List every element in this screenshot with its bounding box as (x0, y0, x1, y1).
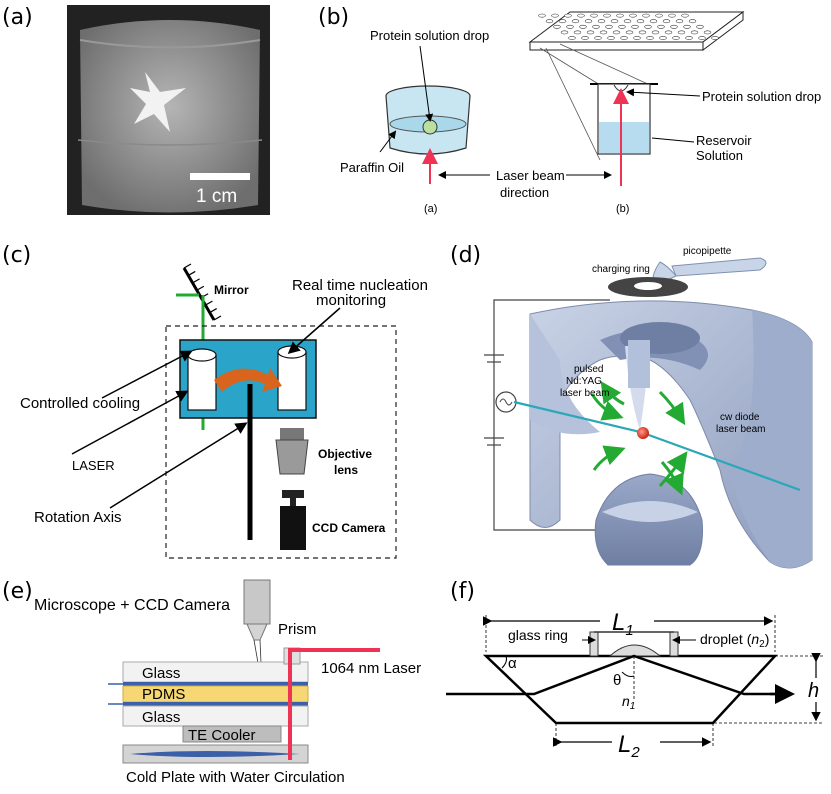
panel-f: (f) L1 glass ring droplet (n2) α θ n1 (446, 579, 824, 761)
microscope-label: Microscope + CCD Camera (34, 597, 230, 614)
panel-label-a: (a) (2, 5, 33, 30)
panel-label-e: (e) (2, 579, 33, 604)
circuit (484, 299, 610, 531)
green-field-arrows (590, 381, 688, 496)
sub-label-a: (a) (424, 203, 437, 215)
well-dots (538, 13, 719, 40)
glass-ring-label: glass ring (508, 627, 568, 643)
panel-c: (c) Mirror Objective (2, 243, 428, 559)
alpha-label: α (508, 655, 517, 672)
panel-label-d: (d) (450, 243, 481, 268)
panel-b: (b) Protein solution drop Paraffin Oil (318, 5, 821, 215)
n1-label: n1 (622, 693, 635, 712)
picopipette-label: picopipette (683, 246, 732, 257)
theta-label: θ (613, 672, 621, 689)
rotation-arrow (214, 368, 282, 392)
cold-plate-label: Cold Plate with Water Circulation (126, 769, 345, 786)
h-label: h (808, 680, 819, 702)
ion-trap (529, 300, 813, 569)
mirror-label: Mirror (214, 283, 249, 297)
droplet (608, 644, 662, 657)
prism-label: Prism (278, 621, 316, 638)
controlled-cooling-label: Controlled cooling (20, 395, 140, 412)
laser-direction-label-1: Laser beam (496, 168, 565, 183)
cw-laser-beam (645, 432, 801, 492)
reservoir-well (590, 83, 701, 186)
rotation-axis-label: Rotation Axis (34, 509, 122, 526)
panel-a: (a) 1 cm (2, 5, 270, 215)
te-cooler-label: TE Cooler (188, 727, 256, 744)
pulsed-laser-beam (513, 400, 641, 434)
paraffin-oil-label: Paraffin Oil (340, 160, 404, 175)
reservoir-label-2: Solution (696, 148, 743, 163)
pdms-label: PDMS (142, 686, 185, 703)
scale-bar-label: 1 cm (196, 186, 237, 207)
chip-stack (108, 647, 309, 764)
cylinder-right (277, 345, 307, 411)
scale-bar (190, 173, 250, 180)
cw-label-1: cw diode (720, 412, 760, 423)
objective-lens (275, 428, 309, 475)
L2-label: L2 (618, 731, 640, 761)
objective-label-2: lens (334, 463, 358, 477)
protein-drop-right-label: Protein solution drop (702, 89, 821, 104)
sub-label-b: (b) (616, 203, 629, 215)
protein-drop-left-label: Protein solution drop (370, 28, 489, 43)
oil-dish (379, 45, 471, 184)
pulsed-label-1: pulsed (574, 364, 603, 375)
panel-e: (e) Microscope + CCD Camera Prism Glass (2, 579, 421, 786)
enclosure (165, 325, 397, 559)
cw-label-2: laser beam (716, 424, 765, 435)
panel-label-b: (b) (318, 5, 349, 30)
trapped-particle (637, 427, 649, 439)
glass-top-label: Glass (142, 665, 180, 682)
pulsed-label-3: laser beam (560, 388, 609, 399)
ir-laser-beam (288, 648, 380, 760)
glass-ring (589, 631, 679, 657)
panel-label-c: (c) (2, 243, 31, 268)
glass-bottom-label: Glass (142, 709, 180, 726)
crystal-photo: 1 cm (67, 5, 270, 215)
ccd-camera (280, 490, 306, 550)
crystal-shape (130, 72, 186, 132)
well-plate (528, 11, 745, 161)
microscope-objective (243, 579, 271, 687)
reservoir-label-1: Reservoir (696, 133, 752, 148)
objective-label-1: Objective (318, 447, 372, 461)
realtime-label-1: Real time nucleation (292, 277, 428, 294)
cylinder-left (187, 348, 217, 411)
ccd-camera-label: CCD Camera (312, 521, 386, 535)
panel-d: (d) picopipette charging ring (450, 243, 813, 569)
laser-label: LASER (72, 458, 115, 473)
charging-ring (608, 277, 688, 297)
charging-ring-label: charging ring (592, 264, 650, 275)
pulsed-label-2: Nd:YAG (566, 376, 602, 387)
realtime-label-2: monitoring (316, 292, 386, 309)
panel-label-f: (f) (450, 579, 475, 604)
laser-direction-label-2: direction (500, 185, 549, 200)
droplet-label: droplet (n2) (700, 631, 769, 650)
laser-1064-label: 1064 nm Laser (321, 660, 421, 677)
L1-label: L1 (612, 609, 634, 639)
